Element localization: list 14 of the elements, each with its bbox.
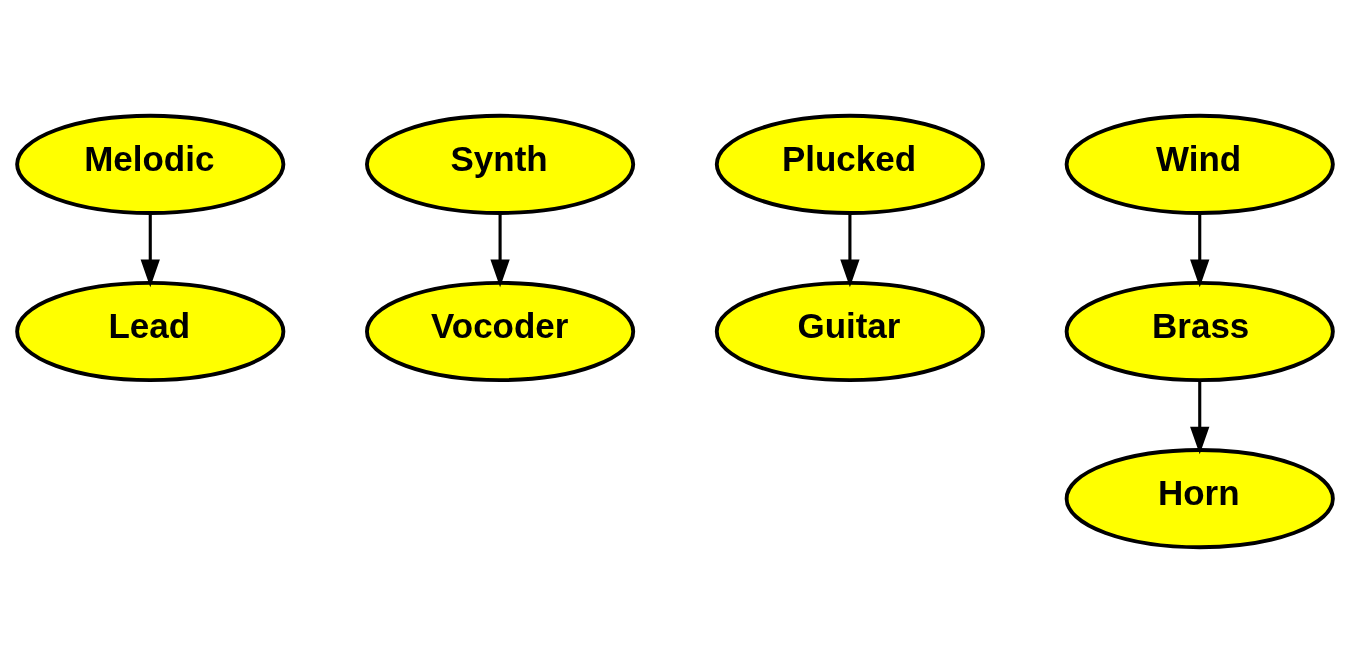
arrow: [140, 213, 160, 287]
node-ellipse: Plucked: [714, 113, 985, 215]
node-ellipse: Synth: [365, 113, 636, 215]
arrow: [1190, 380, 1210, 454]
arrow: [490, 213, 510, 287]
node-ellipse: Melodic: [15, 113, 286, 215]
arrow: [1190, 213, 1210, 287]
node-ellipse: Vocoder: [365, 280, 636, 382]
arrow: [840, 213, 860, 287]
node-ellipse: Wind: [1064, 113, 1335, 215]
node-ellipse: Lead: [15, 280, 286, 382]
node-ellipse: Horn: [1064, 447, 1335, 549]
node-ellipse: Brass: [1064, 280, 1335, 382]
node-ellipse: Guitar: [714, 280, 985, 382]
